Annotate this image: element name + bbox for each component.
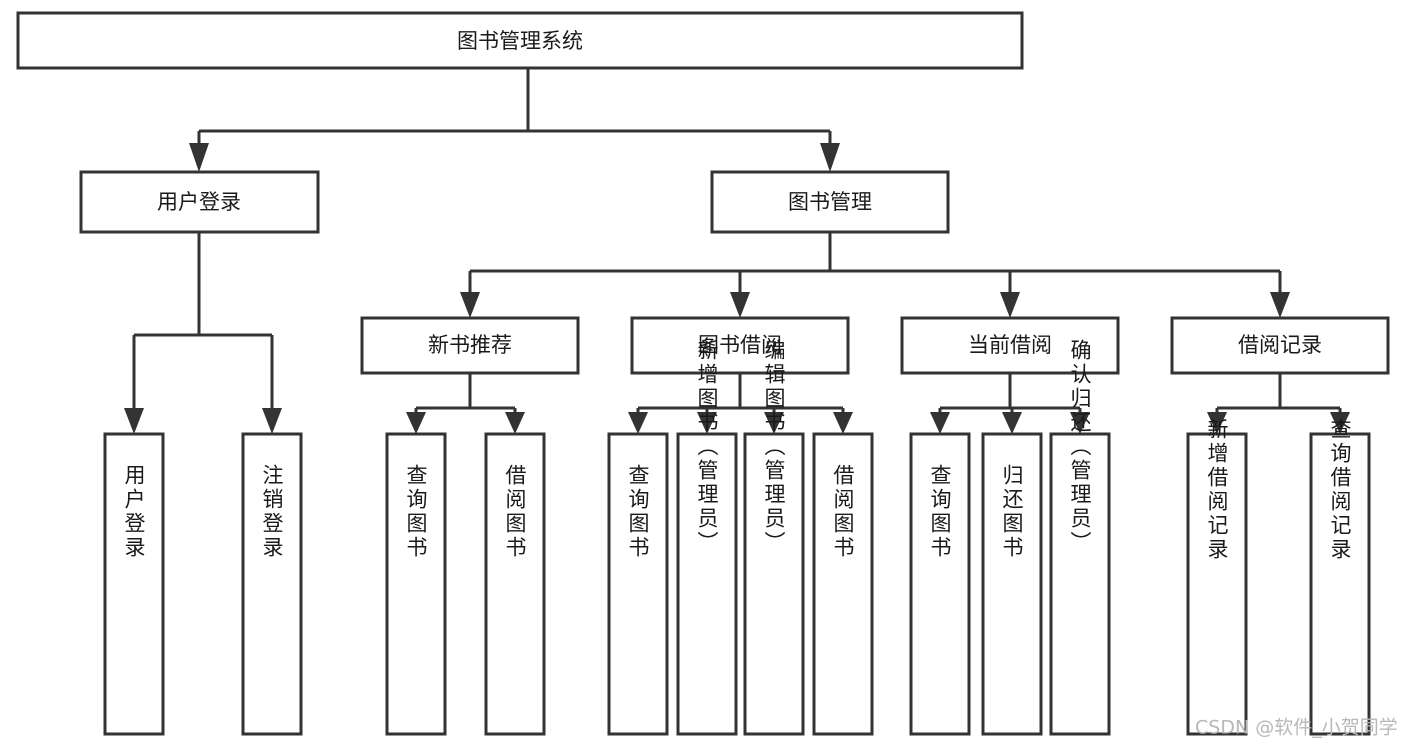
arrow-head-borrow-record [1270,292,1290,318]
connector-layer [124,68,1350,434]
node-borrow-record-box[interactable] [1170,316,1390,375]
arrow-head-leaf-add-book [697,412,717,434]
arrow-head-leaf-edit-book [764,412,784,434]
node-new-book-rec[interactable]: 新书推荐 [360,316,580,375]
node-leaf-confirm-return[interactable]: 确认归还（管理员） [1049,339,1111,736]
node-leaf-query-book-current-label: 查询图书 [928,464,952,560]
node-leaf-query-book-current[interactable]: 查询图书 [909,432,971,736]
node-book-borrow[interactable]: 图书借阅 [630,316,850,375]
arrow-head-user-login [189,143,209,172]
csdn-watermark: CSDN @软件_小贺同学 [1195,717,1398,739]
node-book-borrow-box[interactable] [630,316,850,375]
node-new-book-rec-box[interactable] [360,316,580,375]
node-book-manage[interactable]: 图书管理 [710,170,950,234]
node-leaf-borrow-book-label: 借阅图书 [831,464,855,560]
node-root[interactable]: 图书管理系统 [16,11,1024,70]
node-current-borrow-box[interactable] [900,316,1120,375]
node-leaf-query-book-rec-box[interactable] [385,432,447,736]
node-leaf-query-book-current-box[interactable] [909,432,971,736]
node-leaf-borrow-book-rec-label: 借阅图书 [503,464,527,560]
node-leaf-user-logout[interactable]: 注销登录 [241,432,303,736]
arrow-head-book-manage [820,143,840,172]
node-user-login-box[interactable] [79,170,320,234]
arrow-head-leaf-query-book-rec [406,412,426,434]
node-root-box[interactable] [16,11,1024,70]
arrow-head-book-borrow [730,292,750,318]
node-borrow-record[interactable]: 借阅记录 [1170,316,1390,375]
node-leaf-query-book-rec-label: 查询图书 [404,464,428,560]
node-leaf-user-login-box[interactable] [103,432,165,736]
node-leaf-query-record-box[interactable] [1309,432,1371,736]
node-leaf-add-record[interactable]: 新增借阅记录 [1186,418,1248,736]
arrow-head-leaf-user-logout [262,408,282,434]
node-leaf-query-book-borrow-box[interactable] [607,432,669,736]
node-book-manage-box[interactable] [710,170,950,234]
node-leaf-borrow-book-rec[interactable]: 借阅图书 [484,432,546,736]
node-root-label: 图书管理系统 [457,29,583,53]
node-leaf-query-book-rec[interactable]: 查询图书 [385,432,447,736]
node-user-login[interactable]: 用户登录 [79,170,320,234]
node-leaf-return-book[interactable]: 归还图书 [981,432,1043,736]
node-leaf-edit-book-box[interactable] [743,432,805,736]
arrow-head-leaf-return-book [1002,412,1022,434]
node-leaf-query-record-label: 查询借阅记录 [1328,418,1352,562]
node-leaf-borrow-book-rec-box[interactable] [484,432,546,736]
node-leaf-user-login-label: 用户登录 [122,464,146,560]
node-current-borrow[interactable]: 当前借阅 [900,316,1120,375]
node-leaf-add-book-label: 新增图书（管理员） [695,339,719,555]
arrow-head-leaf-query-book-borrow [628,412,648,434]
node-leaf-query-book-borrow-label: 查询图书 [626,464,650,560]
arrow-head-leaf-query-book-current [930,412,950,434]
node-leaf-user-logout-label: 注销登录 [260,464,284,560]
node-borrow-record-label: 借阅记录 [1238,333,1322,357]
node-leaf-query-record[interactable]: 查询借阅记录 [1309,418,1371,736]
node-leaf-return-book-box[interactable] [981,432,1043,736]
arrow-head-leaf-borrow-book-rec [505,412,525,434]
node-leaf-borrow-book[interactable]: 借阅图书 [812,432,874,736]
node-leaf-confirm-return-box[interactable] [1049,432,1111,736]
node-leaf-add-book[interactable]: 新增图书（管理员） [676,339,738,736]
arrow-head-leaf-confirm-return [1070,412,1090,434]
node-current-borrow-label: 当前借阅 [968,333,1052,357]
arrow-head-leaf-user-login [124,408,144,434]
node-leaf-add-book-box[interactable] [676,432,738,736]
node-new-book-rec-label: 新书推荐 [428,333,512,357]
node-user-login-label: 用户登录 [157,190,241,214]
node-leaf-confirm-return-label: 确认归还（管理员） [1068,339,1092,555]
node-book-manage-label: 图书管理 [788,190,872,214]
node-leaf-add-record-label: 新增借阅记录 [1205,418,1229,562]
arrow-head-current-borrow [1000,292,1020,318]
node-leaf-user-logout-box[interactable] [241,432,303,736]
node-book-borrow-label: 图书借阅 [698,333,782,357]
node-leaf-edit-book-label: 编辑图书（管理员） [762,339,786,555]
arrow-head-leaf-borrow-book [833,412,853,434]
arrow-head-new-book-rec [460,292,480,318]
arrow-head-leaf-query-record [1330,412,1350,434]
node-leaf-borrow-book-box[interactable] [812,432,874,736]
arrow-head-leaf-add-record [1207,412,1227,434]
node-leaf-return-book-label: 归还图书 [1000,464,1024,560]
node-leaf-user-login[interactable]: 用户登录 [103,432,165,736]
node-leaf-edit-book[interactable]: 编辑图书（管理员） [743,339,805,736]
node-leaf-query-book-borrow[interactable]: 查询图书 [607,432,669,736]
node-leaf-add-record-box[interactable] [1186,432,1248,736]
